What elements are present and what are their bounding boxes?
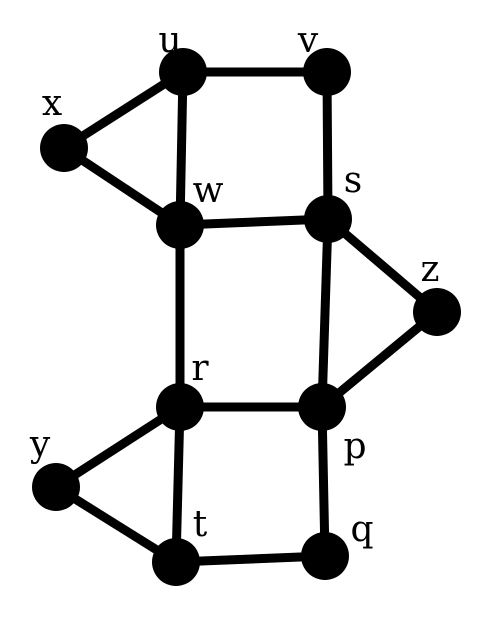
node-p [298, 383, 346, 431]
node-label-y: y [29, 424, 51, 465]
edge-t-q [171, 551, 330, 567]
node-label-x: x [42, 83, 62, 124]
edge-u-w [175, 67, 188, 230]
nodes-layer [32, 48, 461, 586]
edge-r-y [51, 402, 185, 492]
node-label-u: u [158, 20, 181, 61]
node-z [413, 288, 461, 336]
node-u [159, 48, 207, 96]
node-label-s: s [344, 160, 362, 201]
node-s [304, 195, 352, 243]
node-v [303, 48, 351, 96]
edge-p-q [317, 402, 330, 561]
edge-s-p [317, 214, 333, 412]
node-label-z: z [421, 249, 440, 290]
edge-v-s [322, 67, 333, 224]
node-label-w: w [193, 170, 224, 211]
node-y [32, 463, 80, 511]
node-w [156, 201, 204, 249]
edges-layer [51, 67, 442, 567]
labels-layer: u v x w s z r p y t q [29, 20, 440, 550]
edge-r-t [171, 402, 185, 567]
edge-w-s [175, 214, 333, 230]
node-t [152, 538, 200, 586]
node-x [40, 124, 88, 172]
node-label-v: v [297, 20, 319, 61]
node-r [156, 383, 204, 431]
node-label-t: t [193, 504, 208, 545]
node-q [301, 532, 349, 580]
node-label-q: q [350, 509, 373, 550]
node-label-r: r [191, 348, 209, 389]
node-label-p: p [343, 426, 366, 467]
edge-z-p [317, 307, 442, 412]
